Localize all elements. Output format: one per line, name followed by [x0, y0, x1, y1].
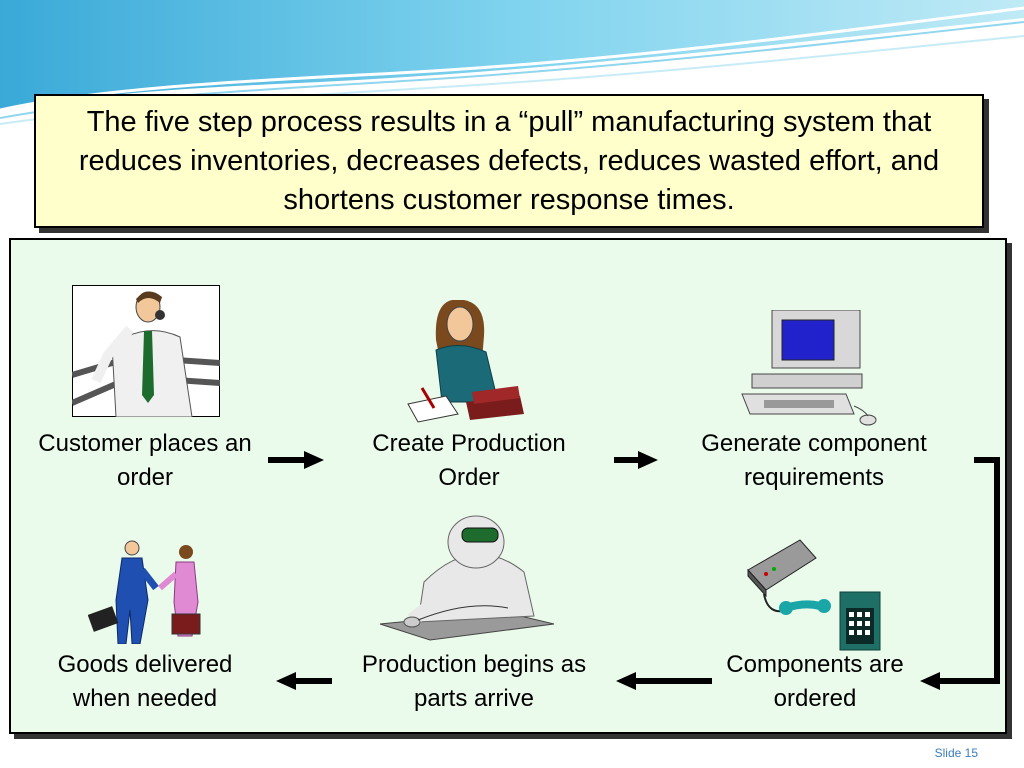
woman-writing-icon: [407, 300, 524, 423]
step-create-production-order: Create Production Order: [372, 430, 566, 491]
step-goods-delivered: Goods delivered when needed: [57, 651, 233, 712]
computer-icon: [741, 310, 877, 426]
step-customer-places-order: Customer places an order: [38, 430, 252, 491]
handshake-icon: [88, 540, 201, 644]
title-box: The five step process results in a “pull…: [34, 94, 984, 228]
step-generate-component-requirements: Generate component requirements: [701, 430, 927, 491]
cleanroom-worker-icon: [379, 515, 555, 641]
modem-and-telephone-icon: [747, 539, 881, 651]
step-production-begins: Production begins as parts arrive: [361, 651, 587, 712]
step-components-ordered: Components are ordered: [726, 651, 904, 712]
businessman-on-phone-icon: [72, 285, 220, 417]
title-text: The five step process results in a “pull…: [78, 105, 940, 216]
slide-number: Slide 15: [934, 746, 978, 760]
